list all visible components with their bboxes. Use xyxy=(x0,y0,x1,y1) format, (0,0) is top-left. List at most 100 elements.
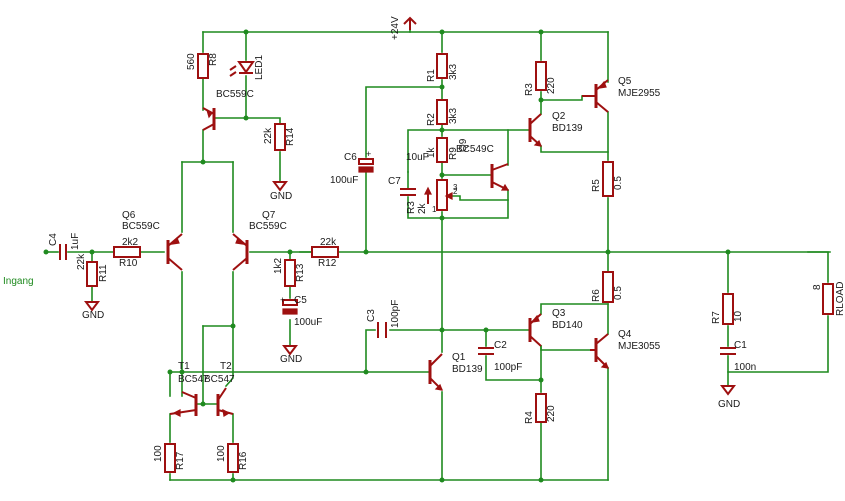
svg-text:1uF: 1uF xyxy=(70,233,81,250)
svg-text:0.5: 0.5 xyxy=(613,286,624,300)
svg-text:BC549C: BC549C xyxy=(456,144,494,155)
svg-text:R3: R3 xyxy=(524,83,535,96)
resistor-r16 xyxy=(227,443,239,473)
svg-text:100uF: 100uF xyxy=(330,175,358,186)
svg-text:R3: R3 xyxy=(406,201,417,214)
svg-text:BC559C: BC559C xyxy=(122,221,160,232)
svg-text:Q3: Q3 xyxy=(552,308,566,319)
svg-text:2: 2 xyxy=(453,187,458,196)
svg-text:3k3: 3k3 xyxy=(448,63,459,80)
transistor-q3: Q3 BD140 xyxy=(528,308,583,347)
transistor-q9: Q9 BC549C xyxy=(456,138,510,191)
svg-text:R16: R16 xyxy=(238,451,249,470)
transistors: BC559C Q6 BC559C Q7 BC559C T1 BC547 xyxy=(122,76,661,417)
supply-symbol: +24V xyxy=(390,16,417,40)
svg-text:0.5: 0.5 xyxy=(613,176,624,190)
svg-text:C6: C6 xyxy=(344,152,357,163)
svg-text:100n: 100n xyxy=(734,362,756,373)
svg-text:R4: R4 xyxy=(524,411,535,424)
svg-text:C5: C5 xyxy=(294,295,307,306)
svg-text:2k2: 2k2 xyxy=(122,237,139,248)
resistor-r8 xyxy=(197,53,209,79)
svg-text:C2: C2 xyxy=(494,340,507,351)
svg-text:3: 3 xyxy=(453,183,458,192)
svg-text:BC559C: BC559C xyxy=(216,89,254,100)
svg-text:C7: C7 xyxy=(388,176,401,187)
svg-text:+: + xyxy=(280,295,285,305)
resistor-r2 xyxy=(436,99,448,125)
svg-text:R8: R8 xyxy=(208,53,219,66)
svg-text:8: 8 xyxy=(812,284,823,290)
trimmer-potentiometer: R3 2k 3 2 1 xyxy=(406,179,458,214)
resistor-r6 xyxy=(602,271,614,303)
svg-text:BD140: BD140 xyxy=(552,320,583,331)
svg-text:BD139: BD139 xyxy=(552,123,583,134)
svg-text:GND: GND xyxy=(718,399,740,410)
svg-text:MJE3055: MJE3055 xyxy=(618,341,661,352)
svg-text:BC547: BC547 xyxy=(178,374,209,385)
svg-text:R6: R6 xyxy=(591,289,602,302)
svg-text:T1: T1 xyxy=(178,361,190,372)
svg-text:R12: R12 xyxy=(318,258,337,269)
resistor-r17 xyxy=(164,443,176,473)
svg-text:560: 560 xyxy=(186,53,197,70)
svg-text:MJE2955: MJE2955 xyxy=(618,88,661,99)
ground-symbols: GND GND GND GND xyxy=(82,181,740,410)
svg-text:100: 100 xyxy=(153,445,164,462)
transistor-q7: Q7 BC559C xyxy=(232,210,287,271)
svg-text:220: 220 xyxy=(546,405,557,422)
svg-text:C1: C1 xyxy=(734,340,747,351)
svg-text:R14: R14 xyxy=(285,127,296,146)
svg-text:+: + xyxy=(366,149,371,159)
junctions xyxy=(43,29,731,483)
transistor-q8: BC559C xyxy=(202,89,254,131)
transistor-q5: Q5 MJE2955 xyxy=(582,76,661,113)
svg-text:R17: R17 xyxy=(175,451,186,470)
svg-text:10: 10 xyxy=(733,310,744,322)
svg-text:22k: 22k xyxy=(76,253,87,270)
svg-text:C4: C4 xyxy=(48,233,59,246)
resistor-r9 xyxy=(436,137,448,163)
svg-text:Q4: Q4 xyxy=(618,329,632,340)
transistor-q1: Q1 BD139 xyxy=(428,352,483,391)
svg-text:10uF: 10uF xyxy=(406,152,429,163)
svg-text:100uF: 100uF xyxy=(294,317,322,328)
svg-text:1: 1 xyxy=(432,205,437,214)
svg-text:220: 220 xyxy=(546,77,557,94)
svg-text:1k: 1k xyxy=(426,146,437,158)
svg-text:R1: R1 xyxy=(426,69,437,82)
svg-text:22k: 22k xyxy=(263,127,274,144)
svg-text:1k2: 1k2 xyxy=(273,257,284,274)
svg-text:BC547: BC547 xyxy=(204,374,235,385)
wires xyxy=(45,27,831,481)
svg-text:Q7: Q7 xyxy=(262,210,276,221)
svg-text:100: 100 xyxy=(216,445,227,462)
svg-text:100pF: 100pF xyxy=(494,362,522,373)
svg-text:Q5: Q5 xyxy=(618,76,632,87)
resistor-r14 xyxy=(274,123,286,151)
capacitors: C4 1uF C3 100pF C2 100pF C1 100n C7 10uF… xyxy=(48,149,756,373)
resistor-r13 xyxy=(284,259,296,287)
resistor-rload xyxy=(822,283,834,315)
svg-text:T2: T2 xyxy=(220,361,232,372)
resistors: R1 3k3 R2 3k3 1k R9 R3 220 R5 0.5 R6 0.5… xyxy=(76,53,845,473)
svg-text:RLOAD: RLOAD xyxy=(835,282,845,316)
transistor-t2: T2 BC547 xyxy=(204,361,235,417)
transistor-q6: Q6 BC559C xyxy=(122,210,183,271)
resistor-r12 xyxy=(311,246,339,258)
svg-text:C3: C3 xyxy=(366,309,377,322)
led-symbol: LED1 xyxy=(229,55,265,80)
transistor-t1: T1 BC547 xyxy=(169,361,209,417)
transistor-q2: Q2 BD139 xyxy=(528,111,583,147)
svg-text:R10: R10 xyxy=(119,258,138,269)
svg-text:R9: R9 xyxy=(448,147,459,160)
resistor-r4 xyxy=(535,393,547,423)
svg-text:R5: R5 xyxy=(591,179,602,192)
svg-text:3k3: 3k3 xyxy=(448,107,459,124)
svg-text:R11: R11 xyxy=(98,264,109,282)
potentiometer-body xyxy=(436,179,448,211)
svg-text:R13: R13 xyxy=(295,263,306,282)
svg-text:Q9: Q9 xyxy=(458,138,469,152)
svg-text:Q6: Q6 xyxy=(122,210,136,221)
